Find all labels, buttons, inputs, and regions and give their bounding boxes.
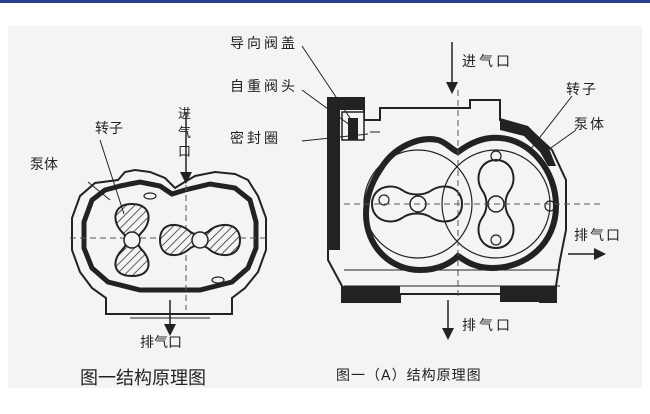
right-label-inlet: 进气口 xyxy=(462,54,513,70)
right-housing-foot-left xyxy=(342,286,400,302)
right-seal-ring-leader xyxy=(301,133,369,142)
right-label-rotor: 转子 xyxy=(566,82,598,98)
top-accent-bar xyxy=(0,0,650,3)
right-label-outlet-bottom: 排气口 xyxy=(462,318,513,334)
right-valve-head xyxy=(348,118,358,140)
right-port-mark xyxy=(378,194,390,206)
right-caption: 图一（A）结构原理图 xyxy=(336,368,482,384)
left-label-outlet: 排气口 xyxy=(140,335,182,351)
left-rotor-2 xyxy=(158,223,242,257)
right-label-pump-body: 泵体 xyxy=(574,117,606,133)
left-label-pump-body: 泵体 xyxy=(30,157,58,173)
left-label-rotor: 转子 xyxy=(95,121,123,137)
right-housing-foot-right xyxy=(500,286,556,302)
right-housing-wall-left xyxy=(328,98,364,250)
left-label-inlet: 进 气 口 xyxy=(178,107,195,160)
left-pump-figure xyxy=(70,112,270,336)
right-port-mark xyxy=(490,150,502,162)
left-pump-body-leader xyxy=(87,181,111,201)
left-port-mark xyxy=(143,192,157,200)
right-valve-head-leader xyxy=(301,89,355,129)
right-rotor-leader xyxy=(529,95,573,151)
left-rotor-1 xyxy=(114,202,150,278)
right-port-mark xyxy=(490,234,502,246)
right-label-seal-ring: 密封圈 xyxy=(230,130,281,147)
right-pump-chamber xyxy=(362,134,560,274)
left-pump-inner-wall xyxy=(81,179,259,293)
right-label-outlet-side: 排气口 xyxy=(574,228,622,244)
left-pump-casing xyxy=(71,168,267,315)
right-rotor-2 xyxy=(477,158,515,250)
right-pump-body-leader xyxy=(547,129,577,151)
left-caption: 图一结构原理图 xyxy=(80,368,206,389)
left-port-mark xyxy=(211,276,225,284)
right-label-gravity-valve-head: 自重阀头 xyxy=(230,79,298,95)
figure-panel xyxy=(8,26,642,388)
left-rotor-leader xyxy=(99,139,125,215)
right-guide-valve-leader xyxy=(301,45,351,119)
right-housing-wall-top xyxy=(500,118,556,166)
right-pump-figure xyxy=(301,42,606,340)
right-label-guide-valve-cover: 导向阀盖 xyxy=(230,36,298,52)
right-port-mark xyxy=(544,200,556,212)
right-rotor-1 xyxy=(370,185,464,223)
